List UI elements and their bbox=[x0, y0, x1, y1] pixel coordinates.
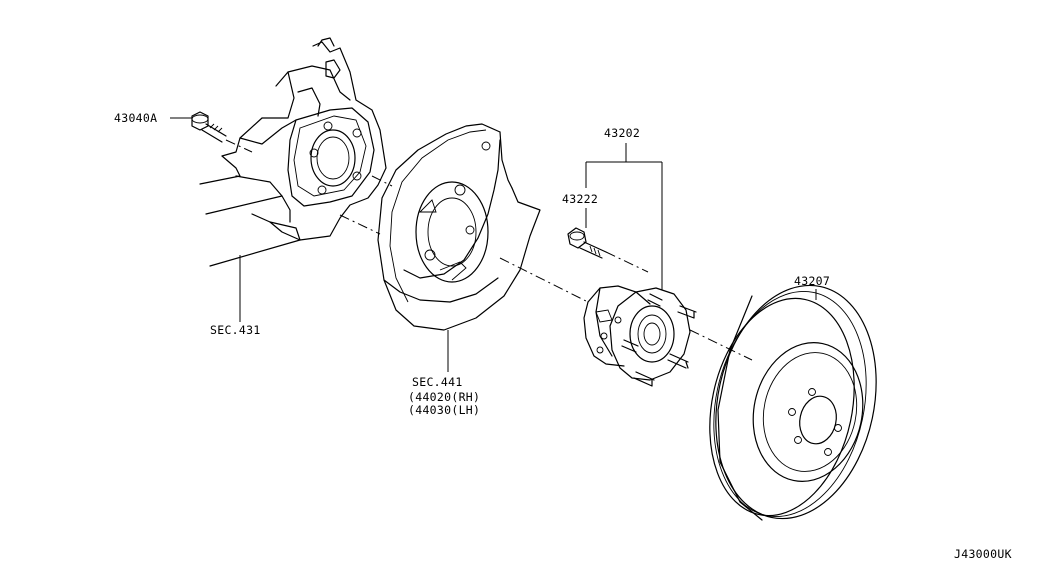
brake-rotor bbox=[709, 284, 877, 521]
hub-assembly bbox=[583, 285, 697, 387]
figure-code: J43000UK bbox=[954, 547, 1012, 561]
label-43222: 43222 bbox=[562, 192, 598, 206]
leader-lines bbox=[170, 117, 817, 372]
label-43040a: 43040A bbox=[114, 111, 157, 125]
label-43202: 43202 bbox=[604, 126, 640, 140]
assembly-axis-lines bbox=[225, 139, 753, 361]
bolt-43222 bbox=[567, 227, 607, 259]
label-sec-431: SEC.431 bbox=[210, 323, 261, 337]
label-44030-lh: (44030(LH) bbox=[408, 403, 480, 417]
label-43207: 43207 bbox=[794, 274, 830, 288]
bolt-43040a bbox=[191, 111, 227, 143]
label-sec-441: SEC.441 bbox=[412, 375, 463, 389]
brake-back-plate bbox=[377, 123, 541, 331]
wheel-studs bbox=[621, 293, 697, 387]
steering-knuckle bbox=[199, 37, 387, 267]
label-44020-rh: (44020(RH) bbox=[408, 390, 480, 404]
